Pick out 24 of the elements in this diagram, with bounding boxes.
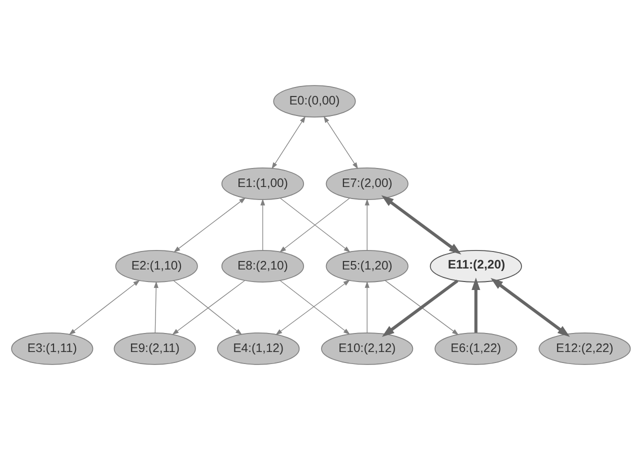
arrow xyxy=(324,116,358,169)
node-ellipse: E6:(1,22) xyxy=(434,332,518,364)
arrow xyxy=(174,197,246,252)
node-ellipse: E0:(0,00) xyxy=(273,84,356,118)
arrow xyxy=(490,278,570,336)
node-ellipse: E8:(2,10) xyxy=(221,250,304,282)
node-ellipse: E11:(2,20) xyxy=(430,250,522,282)
node-ellipse: E12:(2,22) xyxy=(538,332,631,364)
arrow xyxy=(154,280,158,333)
node-ellipse: E3:(1,11) xyxy=(11,332,94,364)
node-ellipse: E7:(2,00) xyxy=(326,167,408,200)
arrow xyxy=(364,280,370,333)
arrow xyxy=(272,116,306,169)
arrow xyxy=(364,198,370,250)
arrow xyxy=(381,194,462,254)
node-ellipse: E4:(1,12) xyxy=(217,332,300,364)
node-ellipse: E1:(1,00) xyxy=(221,167,304,200)
node-ellipse: E5:(1,20) xyxy=(326,250,408,282)
node-ellipse: E10:(2,12) xyxy=(321,332,414,364)
arrow xyxy=(68,279,140,334)
arrow xyxy=(472,277,480,332)
node-ellipse: E2:(1,10) xyxy=(115,250,198,282)
arrow xyxy=(260,198,266,250)
node-ellipse: E9:(2,11) xyxy=(114,332,196,364)
